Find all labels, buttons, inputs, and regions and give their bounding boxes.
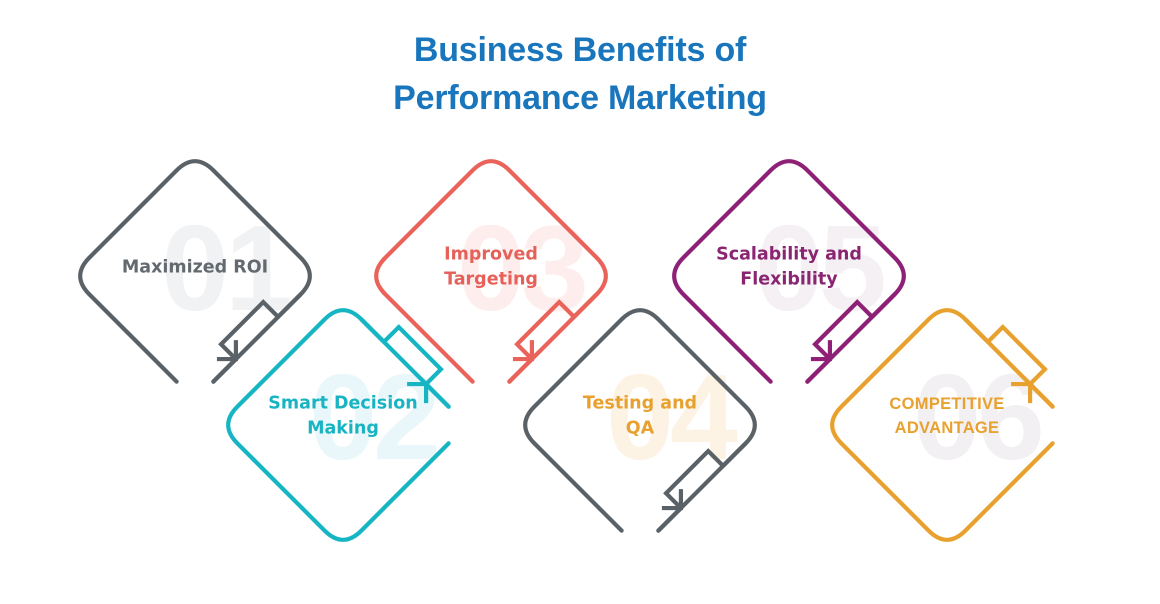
step-watermark-04: 04 <box>606 349 738 485</box>
step-diamond-edge-01 <box>211 292 303 384</box>
step-watermark-01: 01 <box>161 200 290 336</box>
page-title-line-2: Performance Marketing <box>393 79 767 118</box>
step-diamond-03[interactable] <box>374 159 608 384</box>
step-diamond-edge-04 <box>656 441 748 533</box>
arrow-layer <box>216 299 1048 511</box>
connector-arrow-05 <box>810 299 874 362</box>
page-title: Business Benefits of Performance Marketi… <box>0 26 1160 123</box>
step-diamond-edge-05 <box>805 292 897 384</box>
connector-arrow-03 <box>512 299 576 362</box>
step-diamond-06[interactable] <box>830 308 1055 542</box>
page-title-line-1: Business Benefits of <box>413 31 747 69</box>
connector-arrow-04 <box>661 448 725 511</box>
step-diamond-04[interactable] <box>523 308 757 533</box>
step-diamond-02[interactable] <box>226 308 451 542</box>
step-watermark-02: 02 <box>309 349 437 485</box>
step-watermark-06: 06 <box>913 349 1041 485</box>
step-diamond-01[interactable] <box>78 159 312 384</box>
step-watermark-05: 05 <box>755 200 884 336</box>
diamond-layer <box>78 159 1055 542</box>
connector-arrow-02 <box>382 324 444 404</box>
step-diamond-edge-06 <box>963 317 1055 409</box>
step-diamond-edge-02 <box>359 317 451 409</box>
connector-arrow-06 <box>986 324 1048 404</box>
connector-arrow-01 <box>216 299 280 362</box>
step-diamond-edge-03 <box>507 292 599 384</box>
step-watermark-03: 03 <box>457 200 585 336</box>
step-diamond-05[interactable] <box>672 159 906 384</box>
